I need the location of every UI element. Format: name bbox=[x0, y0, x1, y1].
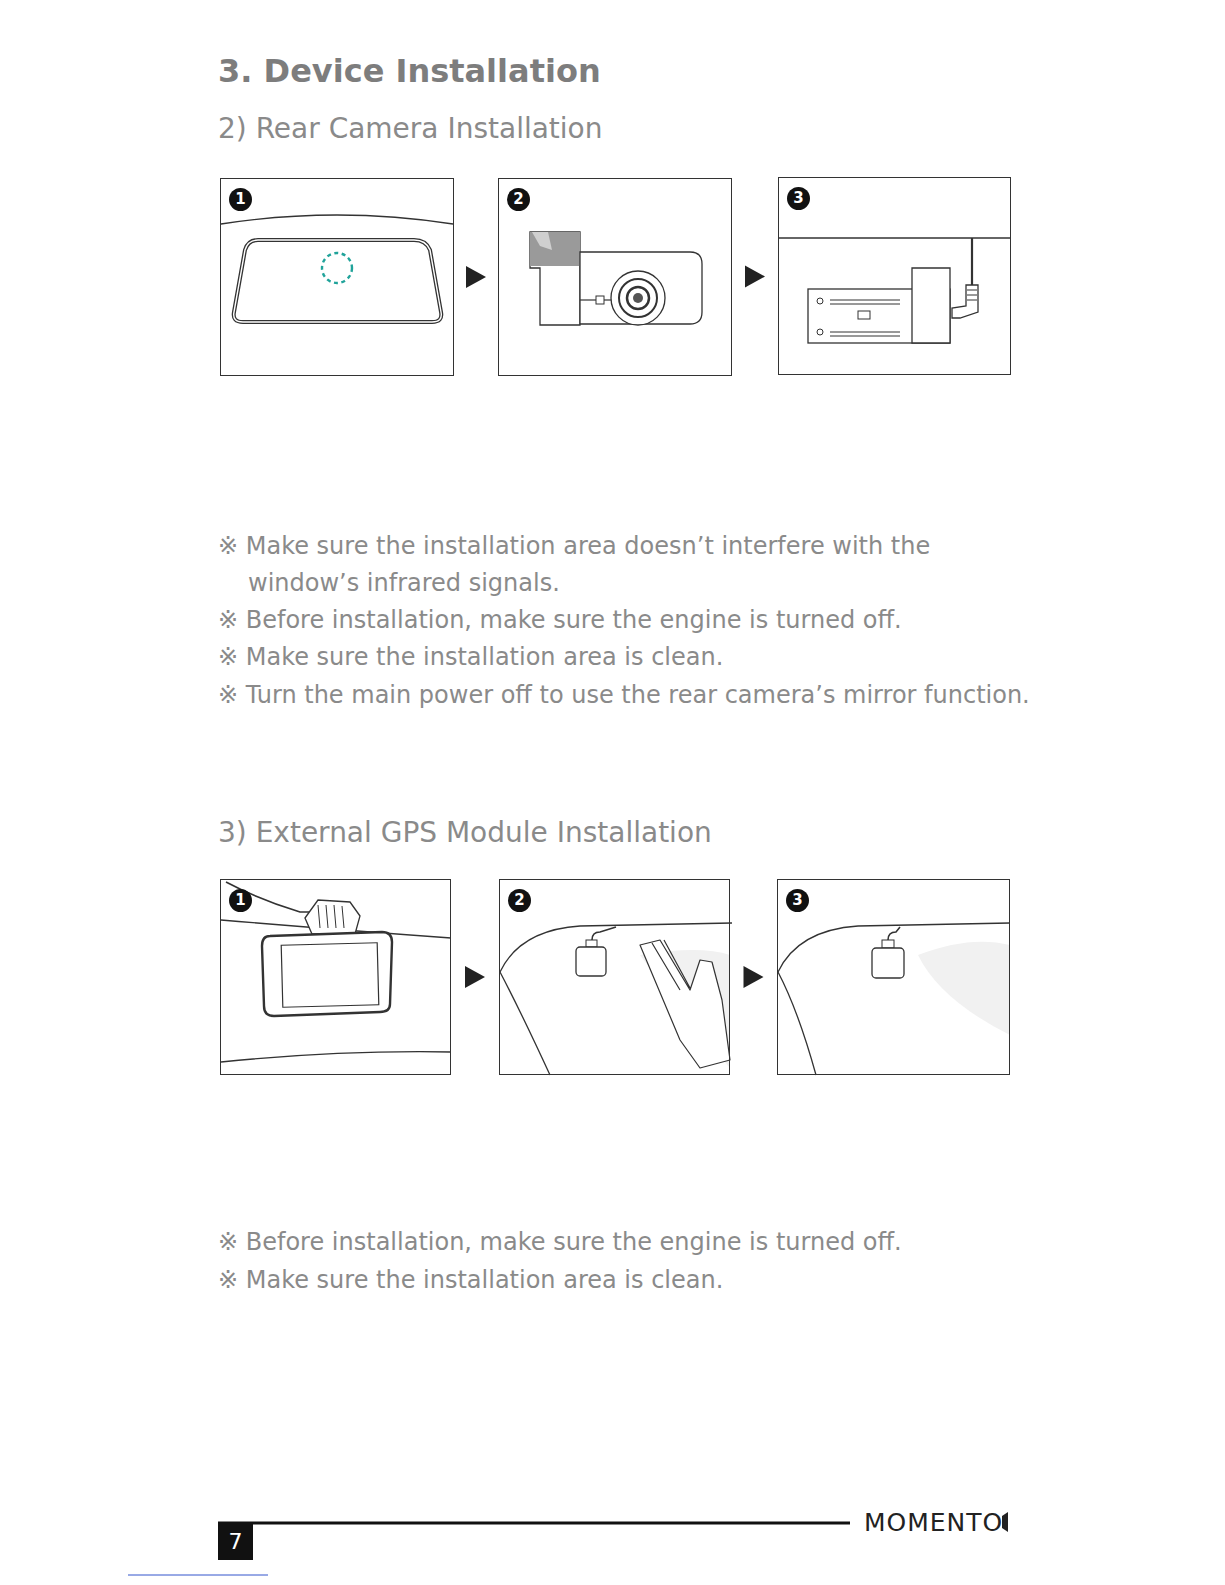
gps-module bbox=[872, 927, 904, 978]
illustration-panel: 2 bbox=[498, 178, 732, 376]
note: ※ Before installation, make sure the eng… bbox=[218, 1224, 1118, 1261]
callout-number: 3 bbox=[787, 187, 810, 210]
dashcam bbox=[226, 882, 392, 1016]
dashboard-line bbox=[221, 1052, 451, 1062]
illustration-panel: 2 bbox=[499, 879, 730, 1075]
callout-number: 1 bbox=[229, 188, 252, 211]
gps-module bbox=[576, 927, 616, 976]
callout-number: 3 bbox=[786, 889, 809, 912]
section-heading: 3) External GPS Module Installation bbox=[218, 816, 1118, 849]
page-number-box bbox=[218, 1524, 253, 1560]
link-underline bbox=[128, 1575, 268, 1576]
note: ※ Turn the main power off to use the rea… bbox=[218, 677, 1118, 714]
illustration-panel: 3 bbox=[777, 879, 1010, 1075]
brand-logo: MOMENTO bbox=[864, 1508, 1004, 1538]
section-heading: 2) Rear Camera Installation bbox=[218, 112, 1118, 145]
page-title: 3. Device Installation bbox=[218, 52, 601, 90]
pillar-edge bbox=[778, 972, 816, 1075]
step-arrow bbox=[451, 966, 499, 988]
window-shade bbox=[918, 942, 1010, 1035]
page-number: 7 bbox=[218, 1527, 253, 1557]
rear-window bbox=[234, 240, 442, 322]
illustration-panel: 1 bbox=[220, 178, 454, 376]
mounted-camera bbox=[808, 238, 978, 343]
step-arrow bbox=[732, 266, 778, 288]
note: ※ Make sure the installation area doesn’… bbox=[218, 528, 1048, 602]
note: ※ Before installation, make sure the eng… bbox=[218, 602, 1118, 639]
roof-line bbox=[221, 215, 453, 224]
rear-camera bbox=[530, 232, 702, 325]
footer-rule bbox=[218, 1522, 850, 1525]
callout-number: 2 bbox=[508, 889, 531, 912]
note: ※ Make sure the installation area is cle… bbox=[218, 639, 1118, 676]
install-spot bbox=[322, 253, 352, 283]
hand bbox=[640, 940, 730, 1068]
callout-number: 2 bbox=[507, 188, 530, 211]
illustration-panel: 1 bbox=[220, 879, 451, 1075]
pillar-edge bbox=[500, 972, 550, 1075]
step-arrow bbox=[730, 966, 777, 988]
step-arrow bbox=[454, 266, 498, 288]
note: ※ Make sure the installation area is cle… bbox=[218, 1262, 1118, 1299]
callout-number: 1 bbox=[229, 889, 252, 912]
rear-window-inner bbox=[234, 240, 442, 322]
illustration-panel: 3 bbox=[778, 177, 1011, 375]
window-edge bbox=[778, 237, 1010, 238]
